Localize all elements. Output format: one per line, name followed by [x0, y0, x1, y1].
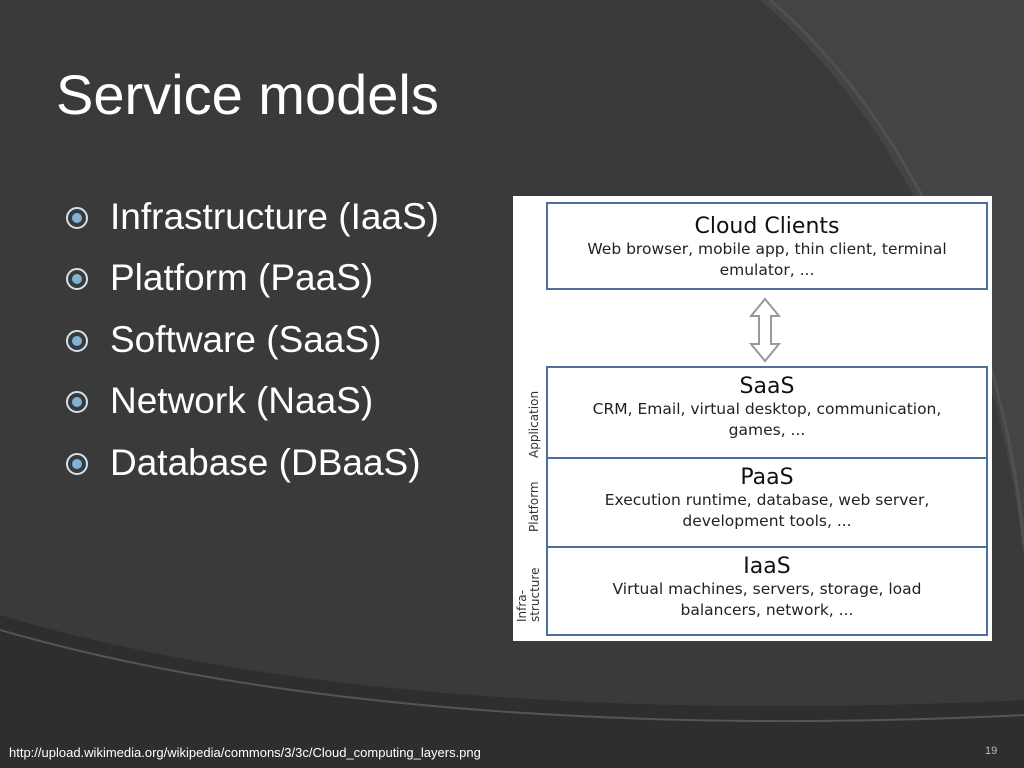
bullet-text: Platform (PaaS) [110, 257, 374, 299]
service-layer-stack: SaaS CRM, Email, virtual desktop, commun… [546, 366, 988, 636]
target-bullet-icon [66, 206, 88, 229]
iaas-desc-line1: Virtual machines, servers, storage, load [612, 580, 922, 598]
saas-layer: SaaS CRM, Email, virtual desktop, commun… [548, 368, 986, 457]
bullet-item: Platform (PaaS) [64, 248, 439, 310]
paas-title: PaaS [740, 465, 794, 490]
double-arrow-icon [748, 297, 782, 363]
side-label-platform: Platform [527, 481, 541, 532]
bullet-item: Network (NaaS) [64, 371, 439, 433]
page-number: 19 [985, 745, 998, 757]
saas-title: SaaS [739, 374, 795, 399]
source-url: http://upload.wikimedia.org/wikipedia/co… [9, 745, 481, 760]
iaas-title: IaaS [743, 554, 791, 579]
bullet-text: Network (NaaS) [110, 380, 374, 422]
iaas-layer: IaaS Virtual machines, servers, storage,… [548, 546, 986, 635]
paas-layer: PaaS Execution runtime, database, web se… [548, 457, 986, 548]
side-label-infrastructure: Infra- structure [515, 567, 542, 622]
bullet-item: Infrastructure (IaaS) [64, 186, 439, 248]
paas-desc-line2: development tools, ... [682, 512, 852, 530]
target-bullet-icon [66, 452, 88, 475]
bullet-list: Infrastructure (IaaS) Platform (PaaS) So… [64, 186, 439, 494]
bullet-text: Database (DBaaS) [110, 441, 421, 483]
paas-desc-line1: Execution runtime, database, web server, [604, 491, 930, 509]
bullet-text: Software (SaaS) [110, 318, 382, 360]
cloud-clients-title: Cloud Clients [694, 214, 840, 239]
target-bullet-icon [66, 268, 88, 291]
slide-title: Service models [56, 63, 439, 126]
bullet-item: Software (SaaS) [64, 309, 439, 371]
iaas-desc-line2: balancers, network, ... [680, 601, 854, 619]
saas-desc-line1: CRM, Email, virtual desktop, communicati… [592, 400, 942, 418]
target-bullet-icon [66, 391, 88, 414]
bullet-item: Database (DBaaS) [64, 432, 439, 494]
side-label-application: Application [527, 390, 541, 458]
cloud-clients-desc-line2: emulator, ... [719, 261, 815, 279]
saas-desc-line2: games, ... [728, 421, 806, 439]
side-label-infra-line2: structure [528, 567, 542, 622]
bullet-text: Infrastructure (IaaS) [110, 195, 440, 237]
cloud-clients-desc-line1: Web browser, mobile app, thin client, te… [587, 240, 947, 258]
cloud-clients-box: Cloud Clients Web browser, mobile app, t… [546, 202, 988, 290]
target-bullet-icon [66, 329, 88, 352]
cloud-layers-diagram: Cloud Clients Web browser, mobile app, t… [513, 196, 992, 641]
